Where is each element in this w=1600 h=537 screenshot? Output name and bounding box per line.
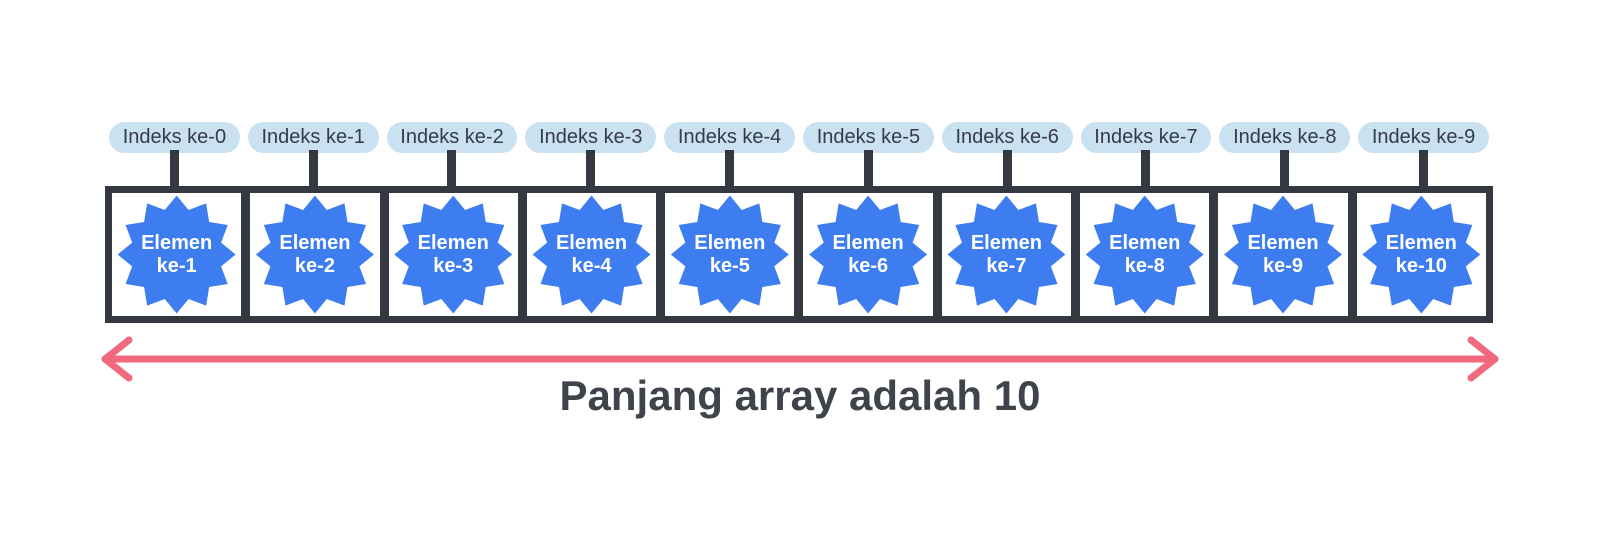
element-label: Elemen ke-1 bbox=[118, 196, 236, 314]
index-label-pill: Indeks ke-8 bbox=[1219, 122, 1351, 153]
connector-line bbox=[1280, 150, 1290, 192]
connector-line bbox=[1419, 150, 1429, 192]
array-cell: Elemen ke-7 bbox=[932, 193, 1072, 316]
length-arrow-icon bbox=[101, 336, 1499, 382]
array-cell: Elemen ke-8 bbox=[1071, 193, 1210, 316]
connector-line bbox=[447, 150, 457, 192]
index-column: Indeks ke-7 bbox=[1077, 122, 1216, 153]
connector-column bbox=[521, 150, 660, 192]
index-column: Indeks ke-2 bbox=[383, 122, 522, 153]
array-cell: Elemen ke-1 bbox=[112, 193, 242, 316]
element-label-line2: ke-4 bbox=[571, 254, 612, 277]
index-label-pill: Indeks ke-1 bbox=[247, 122, 379, 153]
element-star: Elemen ke-6 bbox=[809, 195, 928, 314]
array-cell: Elemen ke-6 bbox=[794, 193, 933, 316]
index-label-pill: Indeks ke-4 bbox=[664, 122, 795, 153]
array-cell: Elemen ke-9 bbox=[1209, 193, 1348, 316]
element-label-line1: Elemen bbox=[1385, 231, 1457, 254]
element-label-line1: Elemen bbox=[279, 231, 351, 254]
connector-line bbox=[586, 150, 596, 192]
connector-column bbox=[383, 150, 522, 192]
element-label-line1: Elemen bbox=[970, 231, 1042, 254]
element-label: Elemen ke-2 bbox=[256, 196, 374, 314]
index-label-pill: Indeks ke-7 bbox=[1080, 122, 1212, 153]
index-label-pill: Indeks ke-5 bbox=[802, 122, 934, 153]
array-cell: Elemen ke-10 bbox=[1347, 193, 1486, 316]
element-label-line2: ke-7 bbox=[986, 254, 1027, 277]
element-label-line1: Elemen bbox=[417, 231, 489, 254]
connector-column bbox=[105, 150, 244, 192]
element-label-line1: Elemen bbox=[141, 231, 213, 254]
element-label-line2: ke-8 bbox=[1124, 254, 1165, 277]
array-cell: Elemen ke-2 bbox=[241, 193, 380, 316]
element-label-line2: ke-9 bbox=[1263, 254, 1304, 277]
element-star: Elemen ke-10 bbox=[1362, 195, 1481, 314]
connector-column bbox=[1354, 150, 1493, 192]
element-star: Elemen ke-8 bbox=[1085, 195, 1204, 314]
connector-column bbox=[799, 150, 938, 192]
connector-column bbox=[1215, 150, 1354, 192]
connector-line bbox=[169, 150, 179, 192]
element-label: Elemen ke-6 bbox=[809, 196, 927, 314]
array-cell: Elemen ke-3 bbox=[379, 193, 518, 316]
connectors-row bbox=[105, 150, 1493, 192]
element-star: Elemen ke-9 bbox=[1224, 195, 1343, 314]
element-star: Elemen ke-4 bbox=[532, 195, 651, 314]
connector-line bbox=[1141, 150, 1151, 192]
element-label: Elemen ke-7 bbox=[947, 196, 1065, 314]
index-label-pill: Indeks ke-9 bbox=[1358, 122, 1489, 153]
index-label-pill: Indeks ke-3 bbox=[525, 122, 657, 153]
connector-column bbox=[938, 150, 1077, 192]
element-star: Elemen ke-3 bbox=[394, 195, 513, 314]
index-label-pill: Indeks ke-2 bbox=[386, 122, 518, 153]
element-label-line1: Elemen bbox=[1247, 231, 1319, 254]
element-star: Elemen ke-5 bbox=[670, 195, 789, 314]
element-label-line2: ke-3 bbox=[433, 254, 474, 277]
index-column: Indeks ke-0 bbox=[105, 122, 244, 153]
index-labels-row: Indeks ke-0 Indeks ke-1 Indeks ke-2 Inde… bbox=[105, 122, 1493, 153]
array-length-caption: Panjang array adalah 10 bbox=[559, 372, 1041, 419]
element-label: Elemen ke-5 bbox=[671, 196, 789, 314]
connector-column bbox=[1077, 150, 1216, 192]
element-label-line1: Elemen bbox=[832, 231, 904, 254]
element-label: Elemen ke-4 bbox=[533, 196, 651, 314]
index-column: Indeks ke-1 bbox=[244, 122, 383, 153]
index-column: Indeks ke-9 bbox=[1354, 122, 1493, 153]
index-column: Indeks ke-6 bbox=[938, 122, 1077, 153]
element-label-line2: ke-2 bbox=[294, 254, 335, 277]
index-label-pill: Indeks ke-0 bbox=[109, 122, 240, 153]
index-column: Indeks ke-5 bbox=[799, 122, 938, 153]
index-column: Indeks ke-8 bbox=[1215, 122, 1354, 153]
connector-line bbox=[863, 150, 873, 192]
index-column: Indeks ke-4 bbox=[660, 122, 799, 153]
connector-column bbox=[244, 150, 383, 192]
array-cell: Elemen ke-5 bbox=[656, 193, 795, 316]
element-label: Elemen ke-10 bbox=[1362, 196, 1480, 314]
index-column: Indeks ke-3 bbox=[521, 122, 660, 153]
element-star: Elemen ke-1 bbox=[117, 195, 236, 314]
connector-line bbox=[725, 150, 735, 192]
array-box: Elemen ke-1 Elemen ke-2 Elemen ke-3 El bbox=[105, 186, 1493, 323]
element-label-line1: Elemen bbox=[1109, 231, 1181, 254]
index-label-pill: Indeks ke-6 bbox=[941, 122, 1073, 153]
element-label-line2: ke-10 bbox=[1395, 254, 1447, 277]
element-star: Elemen ke-2 bbox=[255, 195, 374, 314]
element-label-line1: Elemen bbox=[555, 231, 628, 254]
element-label-line2: ke-5 bbox=[709, 254, 750, 277]
element-label: Elemen ke-3 bbox=[394, 196, 512, 314]
element-label-line2: ke-1 bbox=[156, 254, 197, 277]
connector-column bbox=[660, 150, 799, 192]
connector-line bbox=[1002, 150, 1012, 192]
element-label-line2: ke-6 bbox=[848, 254, 889, 277]
connector-line bbox=[308, 150, 318, 192]
element-star: Elemen ke-7 bbox=[947, 195, 1066, 314]
element-label: Elemen ke-9 bbox=[1224, 196, 1342, 314]
element-label: Elemen ke-8 bbox=[1086, 196, 1204, 314]
element-label-line1: Elemen bbox=[694, 231, 766, 254]
array-cell: Elemen ke-4 bbox=[517, 193, 657, 316]
